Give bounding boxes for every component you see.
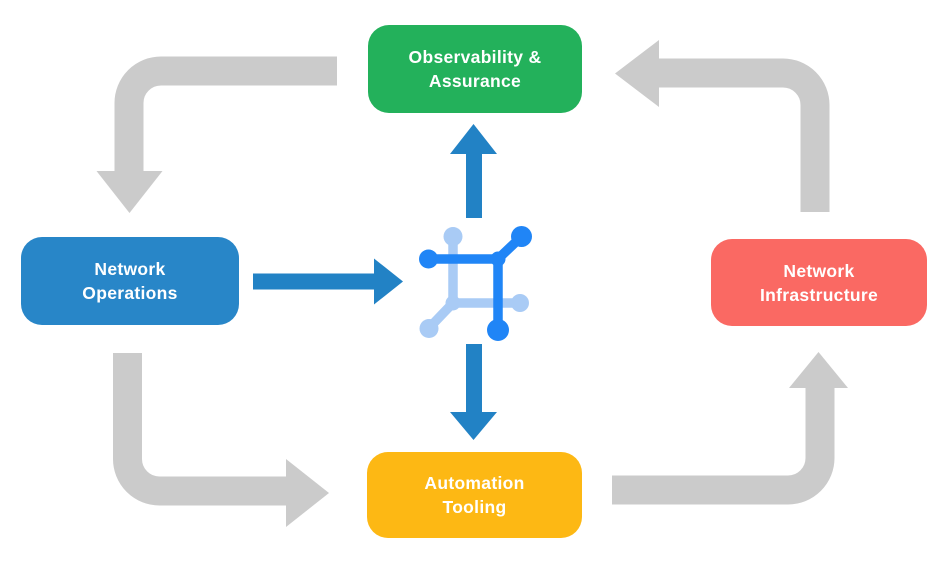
node-label-line2: Operations — [82, 283, 178, 303]
node-observability-assurance: Observability & Assurance — [368, 25, 582, 113]
arrow-automation-to-infrastructure — [612, 352, 848, 505]
node-network-operations: Network Operations — [21, 237, 239, 325]
node-label-line1: Network — [783, 260, 855, 281]
network-automation-platform-icon — [419, 226, 532, 341]
node-label-line1: Automation — [424, 473, 525, 493]
icon-dark-branch — [419, 226, 532, 341]
arrow-infrastructure-to-observability — [615, 40, 830, 212]
arrow-operations-to-automation — [113, 353, 329, 527]
node-automation-tooling: Automation Tooling — [367, 452, 582, 538]
node-network-infrastructure: Network Infrastructure — [711, 239, 927, 326]
node-label-line1: Network — [94, 259, 166, 279]
node-label-line2: Tooling — [442, 497, 507, 517]
arrow-center-to-automation — [450, 344, 497, 440]
arrow-center-to-observability — [450, 124, 497, 218]
node-label-line2: Assurance — [428, 71, 522, 91]
arrow-operations-to-center — [253, 258, 403, 305]
node-label-line2: Infrastructure — [760, 284, 878, 305]
node-label-line1: Observability & — [408, 47, 542, 67]
arrow-observability-to-operations — [96, 56, 337, 213]
